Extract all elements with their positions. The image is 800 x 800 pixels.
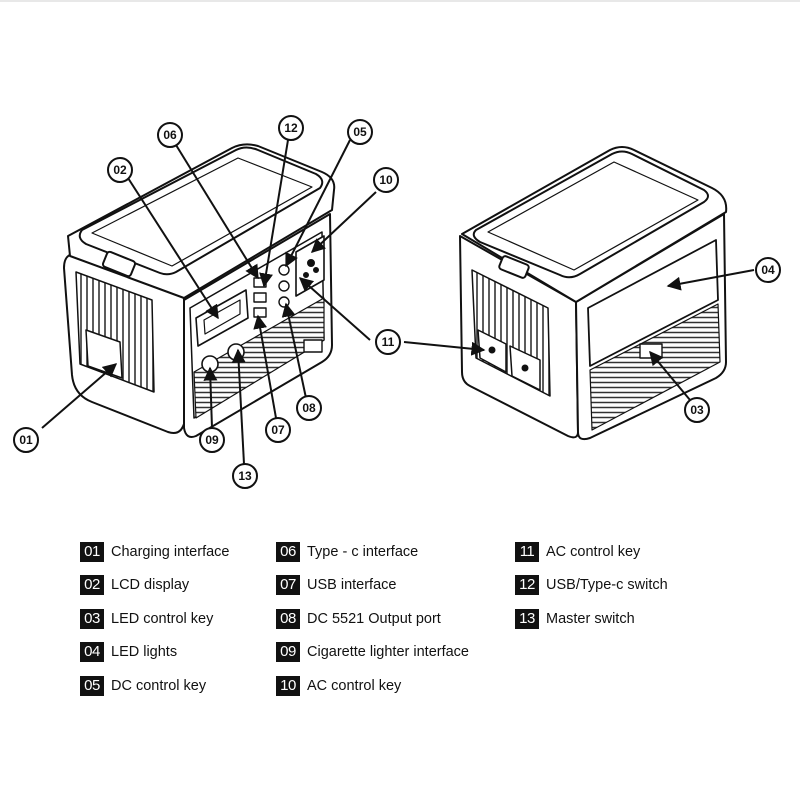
legend-number: 09 [276, 642, 300, 662]
callout-lines [41, 139, 755, 465]
svg-text:11: 11 [382, 335, 395, 349]
legend-number: 03 [80, 609, 104, 629]
legend-number: 04 [80, 642, 104, 662]
callout-12: 12 [278, 115, 304, 141]
callout-11: 11 [375, 329, 401, 355]
callout-03: 03 [684, 397, 710, 423]
callout-badges: 01 02 03 04 05 06 07 08 09 10 11 12 13 [13, 115, 781, 489]
rear-view-unit [459, 146, 728, 441]
legend-number: 10 [276, 676, 300, 696]
svg-text:13: 13 [238, 469, 252, 483]
legend-number: 02 [80, 575, 104, 595]
legend-number: 13 [515, 609, 539, 629]
callout-07: 07 [265, 417, 291, 443]
svg-text:05: 05 [353, 125, 367, 139]
legend-number: 08 [276, 609, 300, 629]
legend-item: 05 DC control key [80, 675, 206, 697]
svg-text:02: 02 [113, 163, 127, 177]
legend-number: 11 [515, 542, 539, 562]
legend-label: USB/Type-c switch [546, 577, 668, 593]
legend-number: 05 [80, 676, 104, 696]
callout-10: 10 [373, 167, 399, 193]
legend-item: 10 AC control key [276, 675, 401, 697]
legend-number: 06 [276, 542, 300, 562]
svg-text:06: 06 [163, 128, 177, 142]
svg-text:10: 10 [379, 173, 393, 187]
callout-02: 02 [107, 157, 133, 183]
legend-item: 06 Type - c interface [276, 541, 418, 563]
legend-item: 09 Cigarette lighter interface [276, 641, 469, 663]
legend-label: LCD display [111, 577, 190, 593]
legend-item: 04 LED lights [80, 641, 177, 663]
legend-label: AC control key [546, 544, 641, 560]
legend-item: 11 AC control key [515, 541, 640, 563]
svg-text:01: 01 [19, 433, 33, 447]
legend-label: USB interface [307, 577, 397, 593]
product-diagram: 01 02 03 04 05 06 07 08 09 10 11 12 13 [13, 115, 781, 489]
callout-04: 04 [755, 257, 781, 283]
callout-05: 05 [347, 119, 373, 145]
legend-number: 07 [276, 575, 300, 595]
callout-08: 08 [296, 395, 322, 421]
callout-01: 01 [13, 427, 39, 453]
legend-label: Master switch [546, 611, 635, 627]
legend-label: DC 5521 Output port [307, 611, 441, 627]
svg-text:09: 09 [205, 433, 219, 447]
svg-text:07: 07 [271, 423, 285, 437]
callout-09: 09 [199, 427, 225, 453]
legend-label: LED lights [111, 644, 178, 660]
legend-label: LED control key [111, 611, 214, 627]
legend-item: 03 LED control key [80, 608, 213, 630]
front-view-unit [63, 143, 336, 438]
legend-item: 12 USB/Type-c switch [515, 574, 668, 596]
legend-label: DC control key [111, 678, 207, 694]
legend-item: 02 LCD display [80, 574, 189, 596]
top-border [0, 0, 800, 2]
svg-text:04: 04 [761, 263, 775, 277]
legend-label: AC control key [307, 678, 402, 694]
legend-label: Type - c interface [307, 544, 419, 560]
legend-item: 13 Master switch [515, 608, 635, 630]
svg-text:12: 12 [284, 121, 298, 135]
callout-06: 06 [157, 122, 183, 148]
legend-number: 01 [80, 542, 104, 562]
legend-item: 01 Charging interface [80, 541, 230, 563]
legend-label: Charging interface [111, 544, 230, 560]
legend-item: 07 USB interface [276, 574, 396, 596]
legend-label: Cigarette lighter interface [307, 644, 469, 660]
callout-13: 13 [232, 463, 258, 489]
svg-text:08: 08 [302, 401, 316, 415]
legend-number: 12 [515, 575, 539, 595]
svg-text:03: 03 [690, 403, 704, 417]
legend-item: 08 DC 5521 Output port [276, 608, 441, 630]
